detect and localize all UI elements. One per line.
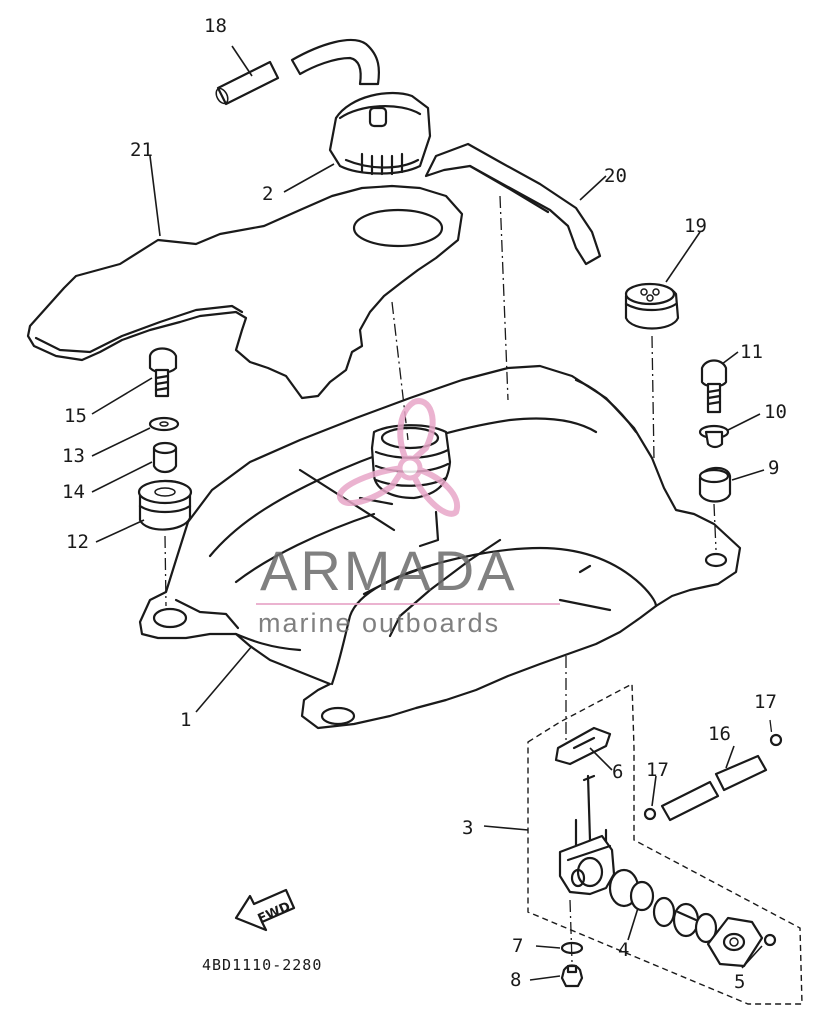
- part-clip-17a: [769, 733, 783, 747]
- callout-16: 16: [708, 723, 731, 745]
- callout-5: 5: [734, 971, 745, 993]
- centerline-drain: [569, 899, 573, 963]
- fuel-cock-assembly-bracket: [527, 682, 803, 1005]
- part-collar-14: [152, 441, 178, 474]
- callout-11: 11: [740, 341, 763, 363]
- watermark-title: ARMADA: [260, 539, 518, 602]
- callout-17-top: 17: [754, 691, 777, 713]
- part-fuel-cap: [328, 91, 432, 176]
- callout-4: 4: [618, 939, 629, 961]
- part-fuel-cock: [558, 774, 640, 908]
- part-damper-12: [137, 479, 193, 531]
- part-collar-10: [698, 424, 730, 449]
- callout-labels: 18 2 21 20 19 11 10 9 15 13 14 12 1 3 6 …: [62, 15, 787, 993]
- callout-14: 14: [62, 481, 85, 503]
- watermark-subtitle: marine outboards: [258, 608, 500, 638]
- callout-7: 7: [512, 935, 523, 957]
- part-o-ring: [629, 880, 655, 912]
- callout-12: 12: [66, 531, 89, 553]
- callout-19: 19: [684, 215, 707, 237]
- part-fuel-pipe: [660, 754, 768, 822]
- part-screw-8: [560, 964, 584, 988]
- callout-9: 9: [768, 457, 779, 479]
- callout-21: 21: [130, 139, 153, 161]
- part-fuel-tank: [138, 364, 742, 730]
- part-gasket-6: [554, 726, 612, 766]
- watermark: ARMADA marine outboards: [256, 398, 560, 638]
- centerline-left-mount: [164, 535, 167, 607]
- centerline-right-mount: [713, 503, 717, 551]
- part-bolt-15: [148, 347, 178, 398]
- part-tank-cover-plate: [26, 184, 464, 400]
- callout-10: 10: [764, 401, 787, 423]
- callout-1: 1: [180, 709, 191, 731]
- part-tank-strap: [424, 142, 602, 266]
- centerline-tank-top: [499, 195, 509, 401]
- part-washer-13: [148, 416, 180, 432]
- callout-13: 13: [62, 445, 85, 467]
- part-fuel-hose: [215, 38, 381, 106]
- part-clip-17b: [643, 807, 657, 821]
- callout-17-mid: 17: [646, 759, 669, 781]
- part-grommet-19: [624, 282, 680, 330]
- callout-15: 15: [64, 405, 87, 427]
- part-grommet-9: [698, 466, 732, 503]
- callout-2: 2: [262, 183, 273, 205]
- part-cock-lever: [652, 896, 718, 944]
- forward-label: FWD: [256, 899, 293, 927]
- callout-3: 3: [462, 817, 473, 839]
- part-bolt-11: [700, 359, 728, 414]
- leader-lines: [91, 45, 765, 981]
- callout-18: 18: [204, 15, 227, 37]
- propeller-logo-icon: [337, 398, 461, 517]
- callout-8: 8: [510, 969, 521, 991]
- centerline-clip: [769, 719, 773, 737]
- forward-arrow-icon: FWD: [234, 888, 296, 932]
- centerline-grommet-19: [651, 335, 655, 461]
- part-cock-plate: [706, 916, 777, 968]
- drawing-code: 4BD1110-2280: [202, 956, 322, 974]
- callout-20: 20: [604, 165, 627, 187]
- callout-6: 6: [612, 761, 623, 783]
